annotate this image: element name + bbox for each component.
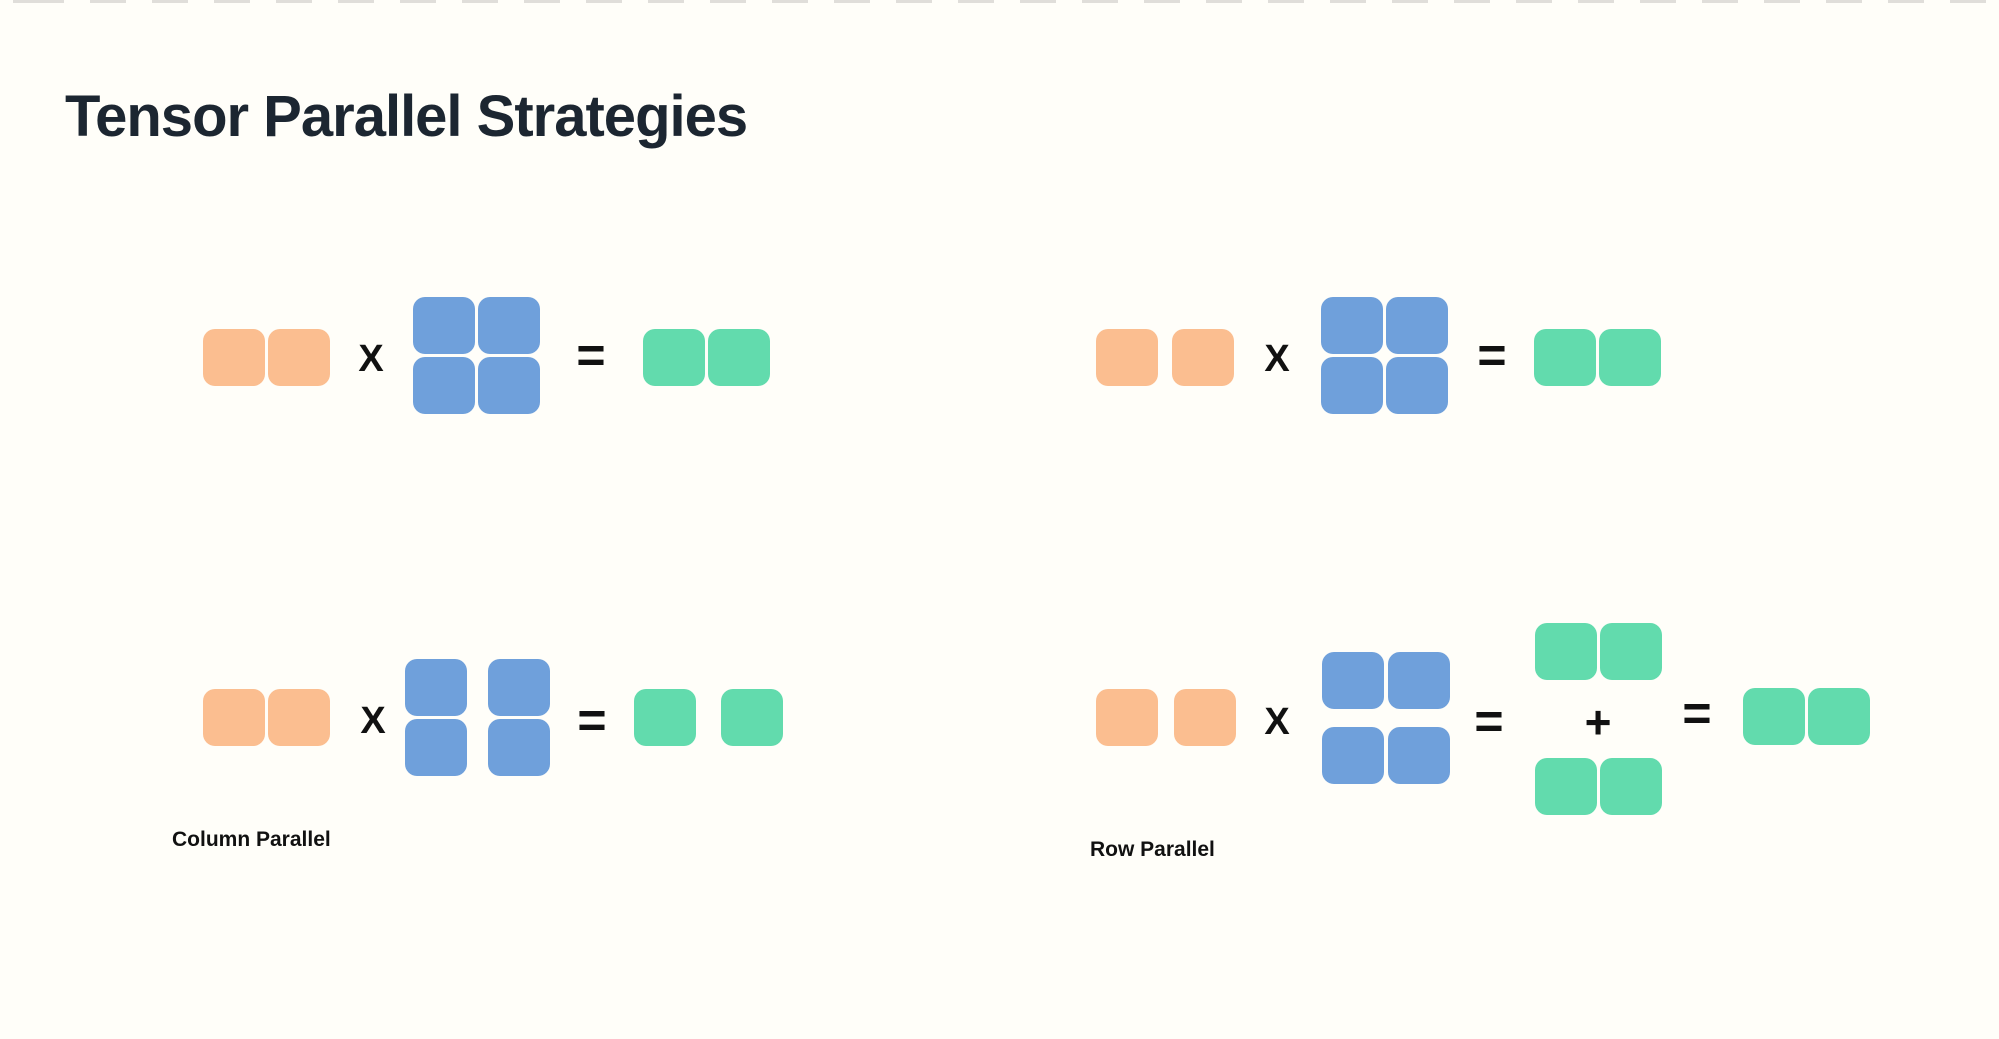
output-column-shard — [634, 689, 696, 746]
input-block — [203, 689, 265, 746]
multiply-operator: X — [1264, 701, 1290, 743]
weight-block — [1321, 357, 1383, 414]
weight-block — [413, 297, 475, 354]
partial-output-block — [1600, 623, 1662, 680]
input-shard-block — [1174, 689, 1236, 746]
weight-column-shard — [405, 719, 467, 776]
weight-row-shard — [1322, 727, 1384, 784]
output-block — [1534, 329, 1596, 386]
top-dashed-border — [0, 0, 1999, 3]
column-parallel-label: Column Parallel — [172, 828, 331, 851]
diagram-row-parallel: X = + = — [1096, 623, 1886, 823]
equals-operator: = — [577, 692, 607, 748]
multiply-operator: X — [358, 338, 384, 380]
output-column-shard — [721, 689, 783, 746]
diagram-matmul-top-right: X = — [1096, 297, 1666, 417]
partial-output-block — [1535, 758, 1597, 815]
output-block — [1743, 688, 1805, 745]
input-block — [268, 329, 330, 386]
weight-block — [478, 297, 540, 354]
weight-column-shard — [488, 719, 550, 776]
page-title: Tensor Parallel Strategies — [65, 83, 748, 149]
input-block — [1172, 329, 1234, 386]
equals-operator: = — [1477, 327, 1507, 383]
weight-block — [1386, 357, 1448, 414]
partial-output-block — [1535, 623, 1597, 680]
weight-row-shard — [1388, 727, 1450, 784]
input-block — [1096, 329, 1158, 386]
weight-column-shard — [405, 659, 467, 716]
input-block — [203, 329, 265, 386]
equals-operator: = — [1682, 685, 1712, 741]
plus-operator: + — [1584, 696, 1612, 748]
weight-block — [1321, 297, 1383, 354]
row-parallel-label: Row Parallel — [1090, 838, 1215, 861]
equals-operator: = — [576, 327, 606, 383]
weight-block — [478, 357, 540, 414]
partial-output-block — [1600, 758, 1662, 815]
output-block — [708, 329, 770, 386]
weight-block — [1386, 297, 1448, 354]
weight-row-shard — [1322, 652, 1384, 709]
weight-block — [413, 357, 475, 414]
weight-column-shard — [488, 659, 550, 716]
weight-row-shard — [1388, 652, 1450, 709]
output-block — [643, 329, 705, 386]
multiply-operator: X — [1264, 338, 1290, 380]
output-block — [1599, 329, 1661, 386]
output-block — [1808, 688, 1870, 745]
equals-operator: = — [1474, 693, 1504, 749]
input-shard-block — [1096, 689, 1158, 746]
diagram-matmul-top-left: X = — [203, 297, 773, 417]
diagram-column-parallel: X = — [203, 659, 793, 779]
multiply-operator: X — [360, 700, 386, 742]
input-block — [268, 689, 330, 746]
